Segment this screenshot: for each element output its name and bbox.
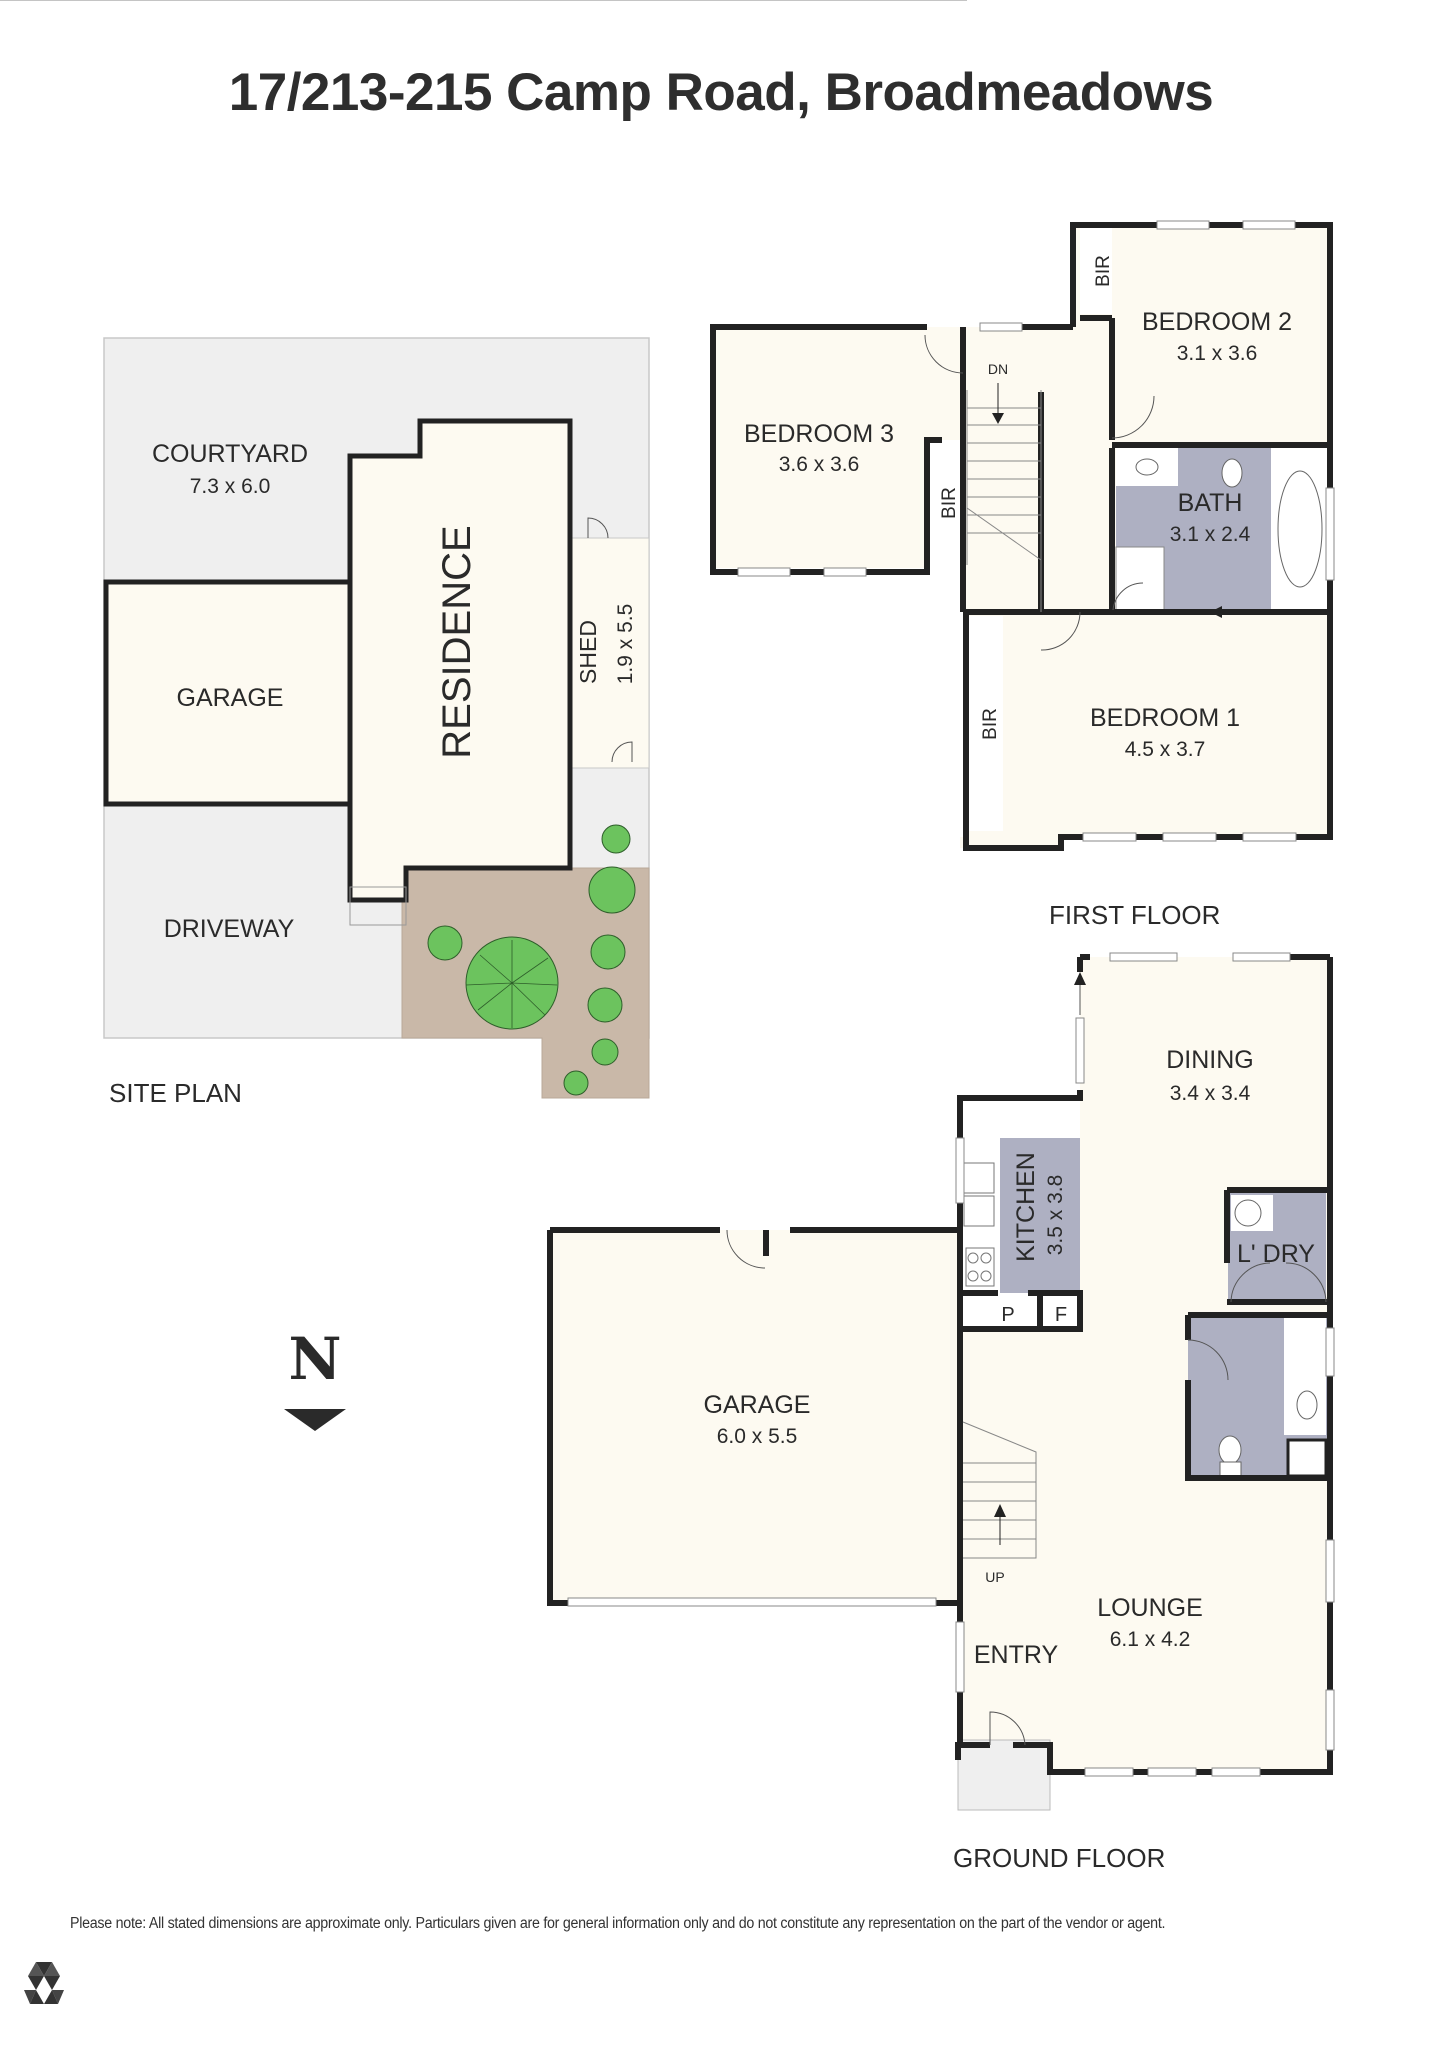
first-floor-plan: BEDROOM 2 3.1 x 3.6 BEDROOM 3 3.6 x 3.6 … [0,0,1335,851]
courtyard-label: COURTYARD [152,440,308,468]
bath-dims: 3.1 x 2.4 [1170,523,1251,546]
porch [957,1739,1051,1811]
dining-label: DINING [1166,1046,1254,1074]
kitchen-dims: 3.5 x 3.8 [1044,1175,1067,1256]
bedroom-2-label: BEDROOM 2 [1142,308,1292,336]
bir-label-bedroom-3: BIR [939,487,960,519]
garage-dims: 6.0 x 5.5 [717,1425,798,1448]
fridge-label: F [1055,1304,1067,1326]
property-address-title: 17/213-215 Camp Road, Broadmeadows [228,63,1214,122]
bath-label: BATH [1178,489,1243,517]
bir-label-bedroom-2: BIR [1093,255,1114,287]
lounge-label: LOUNGE [1097,1594,1203,1622]
site-garage-label: GARAGE [177,684,284,712]
driveway-label: DRIVEWAY [164,915,295,943]
residence-label: RESIDENCE [435,525,479,758]
bedroom-1-label: BEDROOM 1 [1090,704,1240,732]
ground-floor-plan: DINING 3.4 x 3.4 KITCHEN 3.5 x 3.8 L' DR… [547,952,1335,1811]
kitchen-wet-area [1000,1138,1080,1293]
tree-icons [427,824,636,1096]
north-letter: N [288,1325,342,1393]
brand-logo-icon [24,1962,64,2004]
site-plan-caption: SITE PLAN [109,1078,242,1108]
bir-label-bedroom-1: BIR [980,708,1001,740]
garage-label: GARAGE [704,1391,811,1419]
entry-label: ENTRY [974,1641,1059,1669]
laundry-label: L' DRY [1237,1240,1315,1268]
stairs-up-label: UP [985,1569,1004,1585]
shed-dims: 1.9 x 5.5 [614,604,637,685]
garage-fill [550,1230,960,1603]
bedroom-3-dims: 3.6 x 3.6 [779,453,860,476]
dining-dims: 3.4 x 3.4 [1170,1082,1251,1105]
pantry-label: P [1001,1304,1014,1326]
site-plan: COURTYARD 7.3 x 6.0 GARAGE RESIDENCE SHE… [103,337,650,1099]
north-compass: N [280,1325,350,1431]
lounge-dims: 6.1 x 4.2 [1110,1628,1191,1651]
north-arrow-icon [284,1409,346,1431]
courtyard-dims: 7.3 x 6.0 [190,475,271,498]
bedroom-2-dims: 3.1 x 3.6 [1177,342,1258,365]
ground-floor-caption: GROUND FLOOR [953,1843,1166,1873]
shed-label: SHED [575,620,601,684]
bedroom-1-dims: 4.5 x 3.7 [1125,738,1206,761]
kitchen-label: KITCHEN [1012,1152,1040,1262]
first-floor-fill [713,225,1328,848]
shed [571,537,650,769]
residence [347,418,573,903]
stairs-down-label: DN [988,361,1008,377]
disclaimer-text: Please note: All stated dimensions are a… [70,1915,1166,1932]
first-floor-caption: FIRST FLOOR [1049,900,1221,930]
bedroom-3-label: BEDROOM 3 [744,420,894,448]
